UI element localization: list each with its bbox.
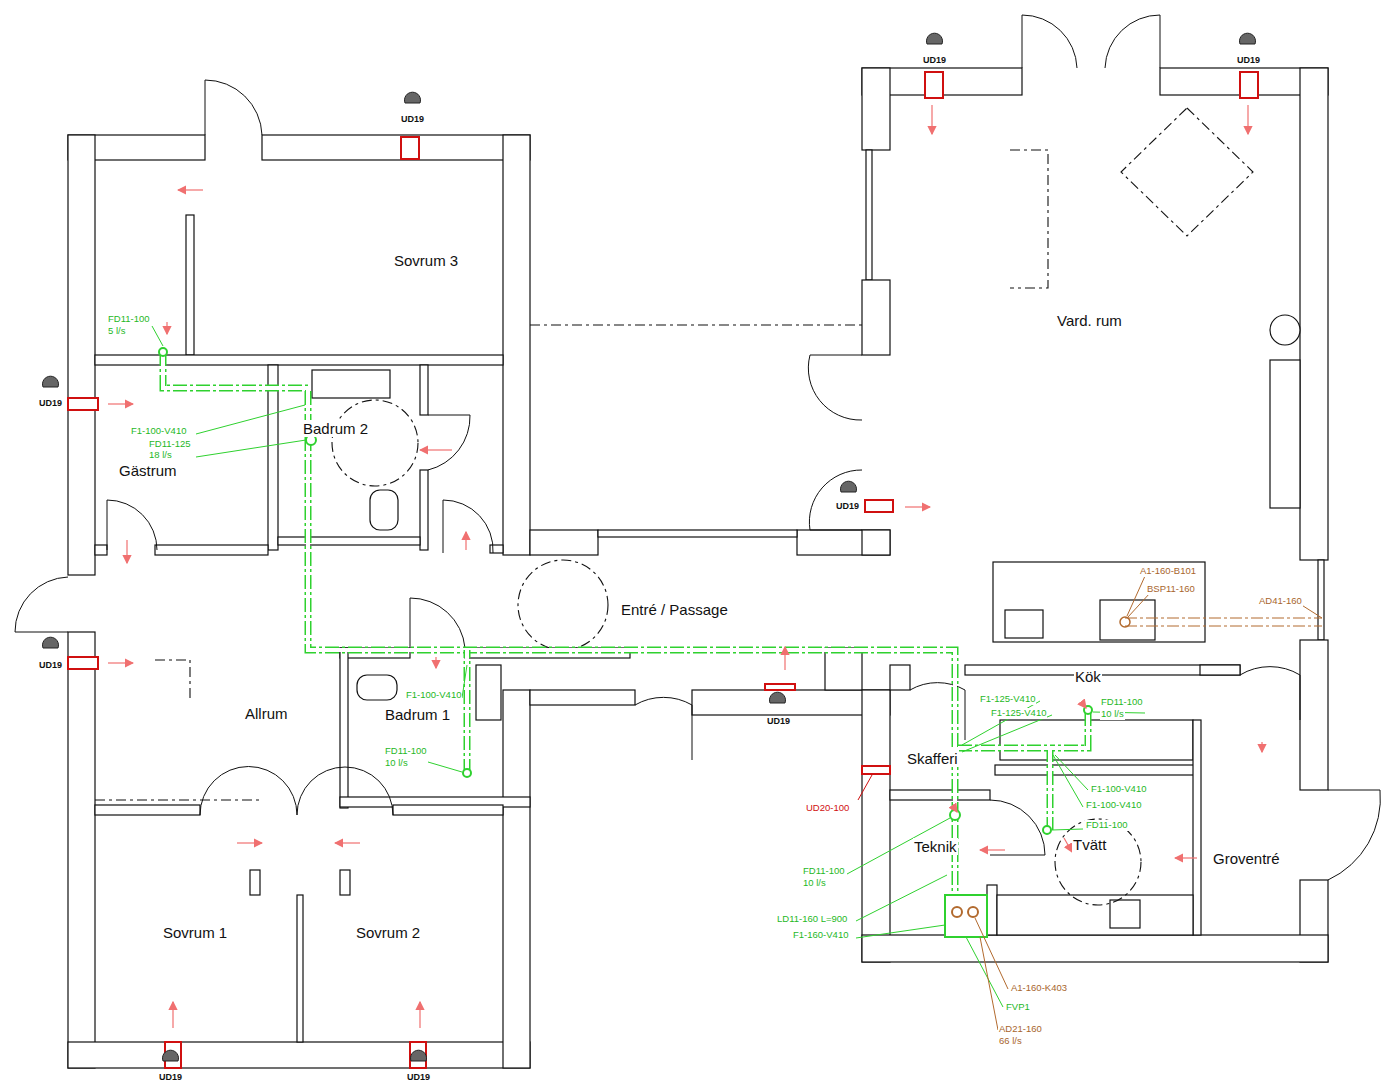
room-name: Teknik xyxy=(913,838,958,855)
supply-annotation: F1-100-V410 xyxy=(405,690,462,701)
supply-annotation: F1-125-V410 xyxy=(979,694,1036,705)
supply-annotation: FD11-100 xyxy=(802,866,846,877)
terminal-code: UD19 xyxy=(835,501,860,511)
doors xyxy=(15,15,1380,880)
room-name: Tvätt xyxy=(1072,836,1107,853)
room-name: Vard. rum xyxy=(1056,312,1123,329)
exhaust-annotation: 66 l/s xyxy=(998,1036,1023,1047)
supply-annotation: 5 l/s xyxy=(107,326,126,337)
exhaust-annotation: AD41-160 xyxy=(1258,596,1303,607)
room-name: Sovrum 3 xyxy=(393,252,459,269)
supply-annotation: FVP1 xyxy=(1005,1002,1031,1013)
terminal-code: UD19 xyxy=(38,398,63,408)
terminal-code: UD19 xyxy=(158,1072,183,1082)
room-name: Sovrum 2 xyxy=(355,924,421,941)
room-name: Badrum 1 xyxy=(384,706,451,723)
supply-annotation: LD11-160 L=900 xyxy=(776,914,848,925)
supply-annotation: F1-160-V410 xyxy=(792,930,849,941)
supply-annotation: 10 l/s xyxy=(1100,709,1125,720)
room-name: Entré / Passage xyxy=(620,601,729,618)
room-name: Gästrum xyxy=(118,462,178,479)
supply-annotation: F1-100-V410 xyxy=(1090,784,1147,795)
room-name: Groventré xyxy=(1212,850,1281,867)
exhaust-duct xyxy=(1120,617,1322,627)
supply-ducts xyxy=(159,348,1092,937)
terminal-code: UD19 xyxy=(38,660,63,670)
supply-annotation: F1-100-V410 xyxy=(130,426,187,437)
room-name: Allrum xyxy=(244,705,289,722)
exhaust-annotation: A1-160-B101 xyxy=(1139,566,1197,577)
ud19-icons xyxy=(43,33,1256,1061)
room-name: Skafferi xyxy=(906,750,959,767)
exhaust-annotation: A1-160-K403 xyxy=(1010,983,1068,994)
terminal-code: UD19 xyxy=(1236,55,1261,65)
supply-annotation: F1-125-V410 xyxy=(990,708,1047,719)
supply-annotation: F1-100-V410 xyxy=(1085,800,1142,811)
terminal-code: UD19 xyxy=(400,114,425,124)
room-name: Badrum 2 xyxy=(302,420,369,437)
terminal-code: UD19 xyxy=(406,1072,431,1082)
room-name: Kök xyxy=(1074,668,1102,685)
exhaust-annotation: AD21-160 xyxy=(998,1024,1043,1035)
vents xyxy=(68,72,1258,1068)
terminal-code: UD19 xyxy=(766,716,791,726)
supply-annotation: FD11-100 xyxy=(1085,820,1129,831)
dashed-outlines xyxy=(95,108,1253,905)
room-name: Sovrum 1 xyxy=(162,924,228,941)
supply-annotation: FD11-100 xyxy=(384,746,428,757)
leader-lines xyxy=(152,326,1322,1030)
air-direction-arrows xyxy=(108,105,1262,1028)
supply-annotation: 10 l/s xyxy=(384,758,409,769)
walls xyxy=(68,68,1328,1068)
supply-annotation: FD11-100 xyxy=(1100,697,1144,708)
terminal-code: UD19 xyxy=(922,55,947,65)
exhaust-annotation: BSP11-160 xyxy=(1146,584,1196,595)
vent-annotation: UD20-100 xyxy=(805,803,850,814)
supply-annotation: FD11-125 xyxy=(148,439,192,450)
supply-annotation: 18 l/s xyxy=(148,450,173,461)
supply-annotation: FD11-100 xyxy=(107,314,151,325)
supply-annotation: 10 l/s xyxy=(802,878,827,889)
